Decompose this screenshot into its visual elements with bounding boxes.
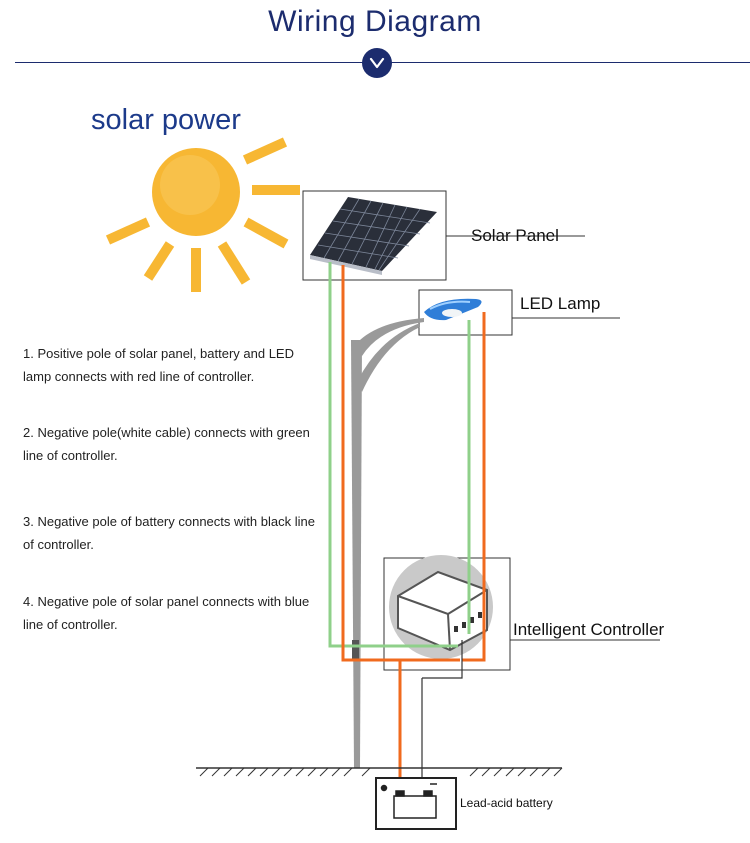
- battery-frame: [375, 777, 457, 830]
- note-2: 2. Negative pole(white cable) connects w…: [23, 425, 310, 463]
- red-wire-panel: [341, 265, 460, 662]
- note-4: 4. Negative pole of solar panel connects…: [23, 594, 310, 632]
- wires: [328, 262, 486, 790]
- note-3: 3. Negative pole of battery connects wit…: [23, 514, 315, 552]
- led-lamp-label: LED Lamp: [520, 294, 601, 313]
- solar-power-title: solar power: [91, 104, 241, 136]
- note-1: 1. Positive pole of solar panel, battery…: [23, 346, 294, 384]
- controller-icon: [389, 555, 493, 659]
- red-wire-lamp: [462, 312, 486, 662]
- led-lamp-icon: [424, 298, 482, 321]
- solar-panel-icon: [310, 197, 437, 275]
- battery-icon: [380, 783, 437, 819]
- controller-label: Intelligent Controller: [513, 620, 665, 639]
- chevron-down-icon: [362, 48, 392, 78]
- battery-label: Lead-acid battery: [460, 796, 553, 810]
- street-light-pole: [351, 318, 424, 768]
- page-title: Wiring Diagram: [268, 5, 482, 38]
- ground-line: [196, 767, 563, 777]
- green-wire-panel: [328, 262, 458, 648]
- sun-icon: [105, 137, 300, 292]
- black-wire-battery: [422, 640, 463, 679]
- solar-panel-label: Solar Panel: [471, 226, 559, 245]
